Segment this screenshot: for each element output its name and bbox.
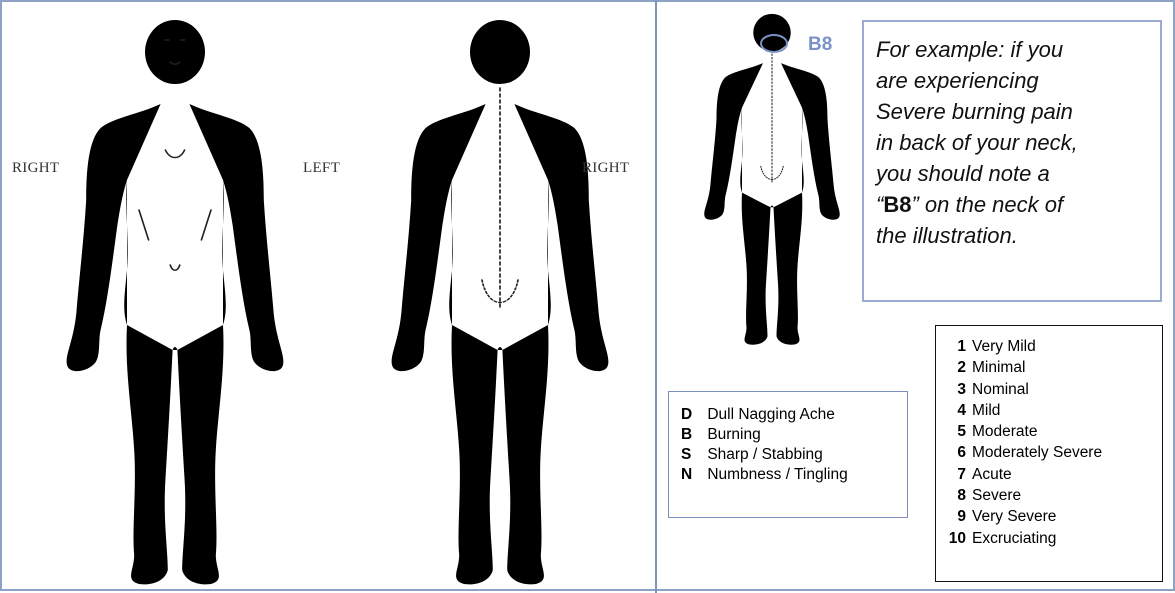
example-box: For example: if you are experiencing Sev… xyxy=(862,20,1162,302)
body-back-figure xyxy=(380,10,620,590)
pain-type-row: B Burning xyxy=(681,425,907,445)
pain-type-row: N Numbness / Tingling xyxy=(681,465,907,485)
chest-detail xyxy=(165,150,184,158)
example-text: For example: if you are experiencing Sev… xyxy=(876,34,1160,251)
neck-marker-circle xyxy=(760,34,788,53)
example-code: B8 xyxy=(883,192,911,217)
pain-type-legend: D Dull Nagging Ache B Burning S Sharp / … xyxy=(668,391,908,518)
neck-marker-label: B8 xyxy=(808,34,832,56)
pain-type-row: D Dull Nagging Ache xyxy=(681,405,907,425)
pain-type-row: S Sharp / Stabbing xyxy=(681,445,907,465)
back-left-label: LEFT xyxy=(303,160,340,177)
body-front-figure xyxy=(55,10,295,590)
back-right-label: RIGHT xyxy=(582,160,629,177)
example-body-figure xyxy=(697,8,847,348)
front-right-label: RIGHT xyxy=(12,160,59,177)
